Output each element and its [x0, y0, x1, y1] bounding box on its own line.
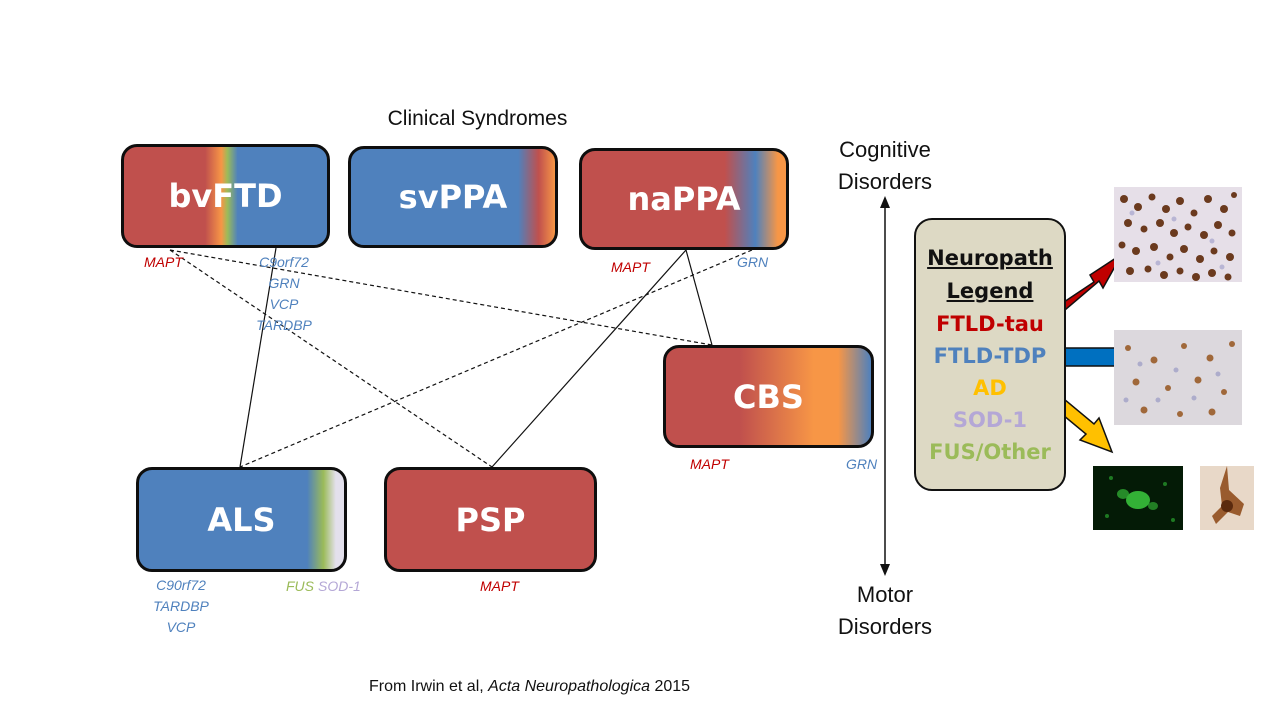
dashed-bvftd-cbs: [169, 249, 713, 346]
syndrome-box-psp: PSP: [384, 467, 597, 572]
dashed-bvftd-psp: [169, 249, 493, 468]
gene-label-bvftd-mapt: MAPT: [144, 254, 183, 270]
gene-label: VCP: [166, 619, 196, 635]
axis-bottom-line1: Motor: [856, 582, 914, 607]
legend-item-ad: AD: [973, 376, 1007, 400]
gene-label-als-fus: FUS: [286, 578, 314, 594]
tau-micrograph-image: [1114, 187, 1242, 282]
gene-label-nappa-mapt: MAPT: [611, 259, 650, 275]
legend-item-fus-other: FUS/Other: [929, 440, 1051, 464]
syndrome-label-als: ALS: [207, 500, 276, 539]
legend-item-ftld-tau: FTLD-tau: [936, 312, 1044, 336]
axis-bottom-label: Motor Disorders: [810, 579, 960, 643]
axis-bottom-line2: Disorders: [837, 614, 933, 639]
syndrome-label-svppa: svPPA: [398, 178, 508, 216]
axis-top-line1: Cognitive: [839, 137, 931, 162]
legend-title-line2: Legend: [946, 279, 1034, 303]
syndrome-label-psp: PSP: [455, 500, 526, 539]
axis-top-line2: Disorders: [837, 169, 933, 194]
citation-prefix: From Irwin et al,: [369, 678, 489, 695]
syndrome-label-bvftd: bvFTD: [168, 177, 283, 215]
gene-label-cbs-mapt: MAPT: [690, 456, 729, 472]
gene-list-bvftd: C9orf72 GRN VCP TARDBP: [248, 252, 320, 336]
citation: From Irwin et al, Acta Neuropathologica …: [369, 678, 690, 696]
syndrome-label-nappa: naPPA: [627, 180, 741, 218]
diagram-title: Clinical Syndromes: [387, 107, 568, 130]
citation-journal: Acta Neuropathologica: [488, 678, 651, 695]
gene-label: C9orf72: [259, 254, 309, 270]
gene-label: TARDBP: [153, 598, 209, 614]
gene-label: TARDBP: [256, 317, 312, 333]
citation-year: 2015: [650, 678, 691, 695]
gene-label-als-sod1: SOD-1: [318, 578, 361, 594]
syndrome-box-svppa: svPPA: [348, 146, 558, 248]
gene-label-nappa-grn: GRN: [737, 254, 769, 270]
syndrome-box-cbs: CBS: [663, 345, 874, 448]
legend-title-line1: Neuropath: [927, 246, 1053, 270]
neuropath-legend: Neuropath Legend FTLD-tau FTLD-TDP AD SO…: [914, 218, 1066, 491]
gene-list-als: C90rf72 TARDBP VCP: [146, 575, 216, 638]
syndrome-box-bvftd: bvFTD: [121, 144, 330, 248]
legend-item-ftld-tdp: FTLD-TDP: [933, 344, 1047, 368]
gene-label: C90rf72: [156, 577, 206, 593]
syndrome-label-cbs: CBS: [733, 377, 804, 416]
dashed-nappa-als: [239, 249, 753, 468]
fus-fluorescence-image: [1093, 466, 1183, 530]
syndrome-box-als: ALS: [136, 467, 347, 572]
axis-top-label: Cognitive Disorders: [810, 134, 960, 198]
solid-nappa-psp: [491, 249, 687, 468]
solid-bvftd-als: [239, 247, 277, 468]
legend-item-sod1: SOD-1: [952, 408, 1028, 432]
gene-label-cbs-grn: GRN: [846, 456, 878, 472]
tdp-micrograph-image: [1114, 330, 1242, 425]
syndrome-box-nappa: naPPA: [579, 148, 789, 250]
gene-label: VCP: [269, 296, 299, 312]
sod1-neuron-image: [1200, 466, 1254, 530]
gene-label-psp-mapt: MAPT: [480, 578, 519, 594]
gene-label: GRN: [268, 275, 300, 291]
solid-nappa-cbs: [685, 249, 713, 346]
